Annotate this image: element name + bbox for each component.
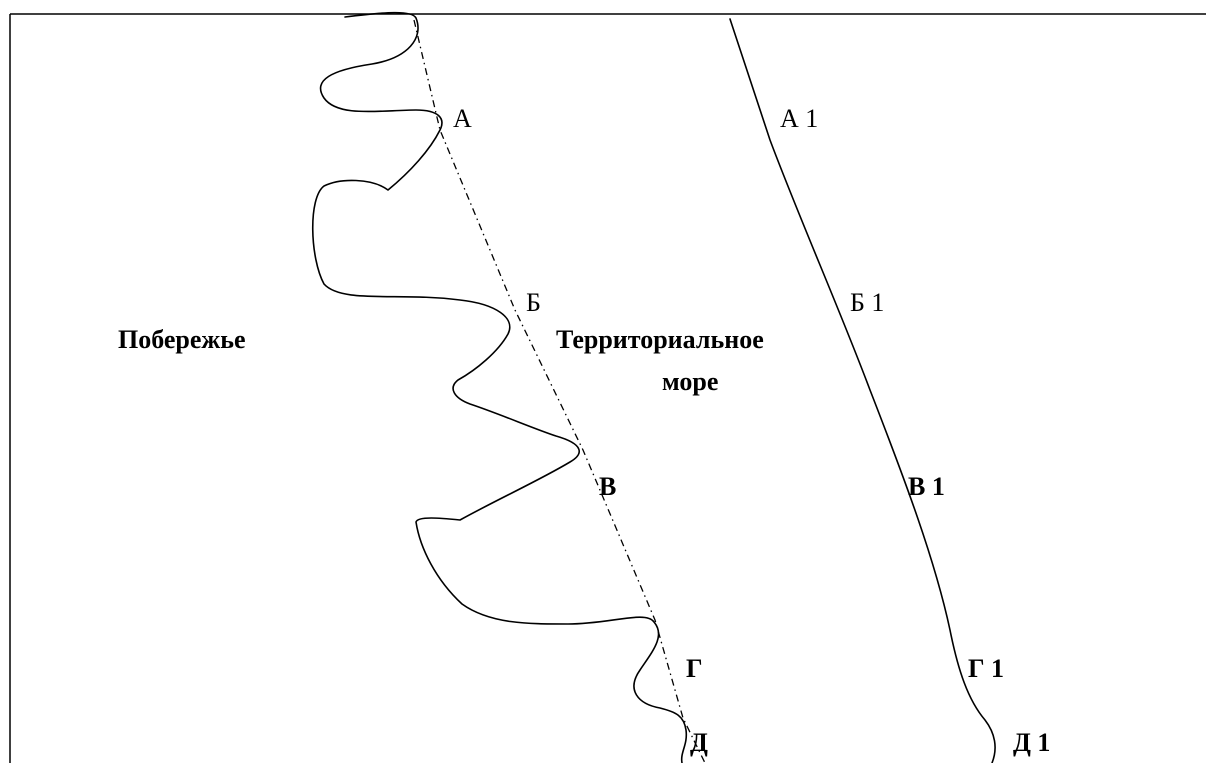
territorial-sea-label-line2: море [662, 367, 718, 396]
outer-point-b1: Б 1 [850, 288, 884, 317]
frame [9, 13, 1206, 763]
outer-point-a1: А 1 [780, 104, 818, 133]
territorial-sea-label-line1: Территориальное [556, 325, 764, 354]
baseline-point-d: Д [690, 728, 708, 757]
straight-baseline [413, 19, 706, 763]
baseline-point-g: Г [686, 654, 703, 683]
coast-label: Побережье [118, 325, 246, 354]
outer-point-v1: В 1 [908, 472, 945, 501]
coastline-curve [311, 11, 688, 763]
outer-point-d1: Д 1 [1013, 728, 1050, 757]
baseline-point-a: А [453, 104, 472, 133]
outer-point-g1: Г 1 [968, 654, 1004, 683]
baseline-point-v: В [599, 472, 616, 501]
baseline-point-b: Б [526, 288, 541, 317]
territorial-sea-outer-limit [729, 18, 996, 763]
